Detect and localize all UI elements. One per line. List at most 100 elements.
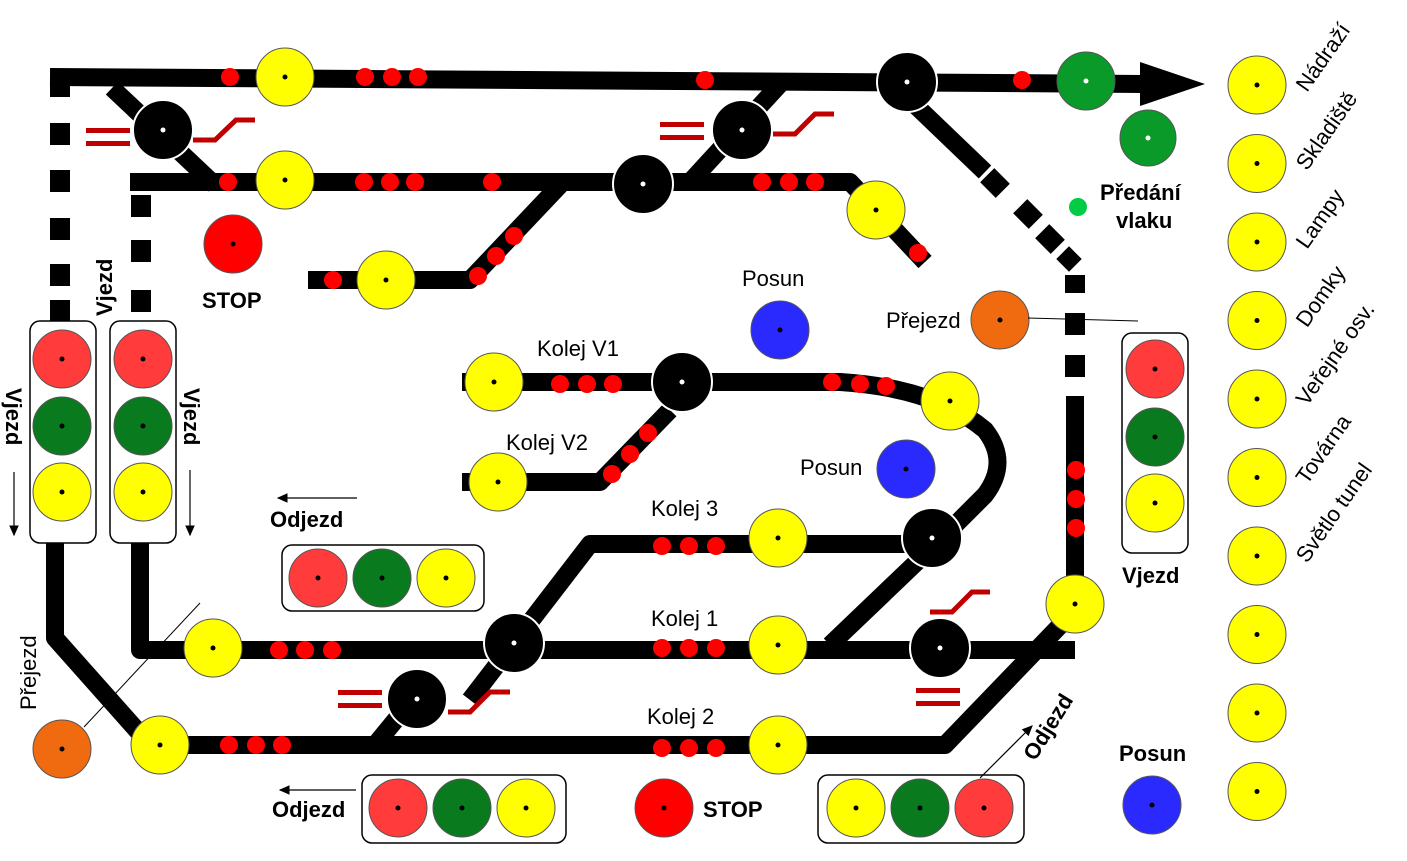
vjezd-label-right: Vjezd [1122, 563, 1179, 588]
kolej-1-label: Kolej 1 [651, 606, 718, 631]
signal-yellow-button[interactable] [826, 778, 886, 838]
vjezd-label-top: Vjezd [92, 259, 117, 316]
junction-button-6[interactable] [901, 507, 963, 569]
kolej-v2-label: Kolej V2 [506, 430, 588, 455]
section-button-kolej-2[interactable] [748, 715, 808, 775]
prejezd-label-left: Přejezd [16, 635, 41, 710]
side-light-button-9[interactable] [1227, 683, 1287, 743]
prejezd-button-right[interactable] [970, 290, 1030, 350]
junction-button-7[interactable] [483, 612, 545, 674]
side-light-button-7[interactable] [1227, 526, 1287, 586]
signal-red-button[interactable] [113, 329, 173, 389]
signal-yellow-button[interactable] [496, 778, 556, 838]
direction-arrow [1140, 62, 1205, 106]
junction-button-4[interactable] [612, 153, 674, 215]
odjezd-label-diag: Odjezd [1018, 689, 1078, 764]
signal-box-vjezd-left [29, 320, 97, 544]
section-button-kolej-1[interactable] [748, 615, 808, 675]
predani-vlaku-button[interactable] [1119, 109, 1177, 167]
junction-button-8[interactable] [909, 617, 971, 679]
vjezd-label-left: Vjezd [1, 388, 26, 445]
signal-green-button[interactable] [352, 548, 412, 608]
side-light-label-4: Domky [1291, 261, 1351, 331]
junction-button-3[interactable] [876, 51, 938, 113]
signal-yellow-button[interactable] [1125, 473, 1185, 533]
green-button-top-right[interactable] [1056, 51, 1116, 111]
section-button-right-vertical[interactable] [1045, 574, 1105, 634]
direction-arrows [9, 470, 1033, 795]
section-button-stub[interactable] [356, 250, 416, 310]
side-light-button-8[interactable] [1227, 605, 1287, 664]
section-button-kolej-v1[interactable] [464, 352, 524, 412]
prejezd-label-right: Přejezd [886, 308, 961, 333]
signal-green-button[interactable] [890, 778, 950, 838]
stop-button-top[interactable] [203, 214, 263, 274]
junction-buttons [132, 51, 971, 730]
track-section-buttons [130, 47, 1105, 775]
stop-label-top: STOP [202, 288, 262, 313]
section-button-kolej-v2[interactable] [468, 452, 528, 512]
section-button-kolej-2-left[interactable] [130, 715, 190, 775]
turnout-symbols [86, 122, 960, 708]
stop-label-bottom: STOP [703, 797, 763, 822]
signal-red-button[interactable] [954, 778, 1014, 838]
signal-green-button[interactable] [113, 396, 173, 456]
posun-label-3: Posun [1119, 741, 1186, 766]
side-light-button-1[interactable] [1227, 55, 1287, 115]
section-button-second-1[interactable] [255, 150, 315, 210]
vjezd-label-mid: Vjezd [179, 388, 204, 445]
signal-yellow-button[interactable] [416, 548, 476, 608]
posun-button-1[interactable] [750, 300, 810, 360]
section-button-kolej-1-left[interactable] [183, 618, 243, 678]
side-light-button-5[interactable] [1227, 369, 1287, 429]
signal-box-odjezd-bottom [361, 774, 567, 844]
side-light-button-3[interactable] [1227, 212, 1287, 272]
odjezd-label-mid: Odjezd [270, 507, 343, 532]
signal-red-button[interactable] [32, 329, 92, 389]
side-light-label-2: Skladiště [1291, 87, 1363, 174]
signal-red-button[interactable] [1125, 339, 1185, 399]
signal-green-button[interactable] [1125, 407, 1185, 467]
odjezd-label-bottom: Odjezd [272, 797, 345, 822]
junction-button-9[interactable] [386, 668, 448, 730]
signal-red-button[interactable] [368, 778, 428, 838]
section-button-top-1[interactable] [255, 47, 315, 107]
track-top-main [49, 68, 1151, 93]
signal-red-button[interactable] [288, 548, 348, 608]
posun-label-1: Posun [742, 266, 804, 291]
side-light-button-4[interactable] [1227, 291, 1287, 350]
posun-button-3[interactable] [1122, 775, 1182, 835]
posun-label-2: Posun [800, 455, 862, 480]
signal-green-button[interactable] [432, 778, 492, 838]
posun-button-2[interactable] [876, 439, 936, 499]
signal-box-odjezd-mid [281, 544, 485, 612]
side-light-button-10[interactable] [1227, 762, 1287, 821]
stop-button-bottom[interactable] [634, 778, 694, 838]
kolej-v1-label: Kolej V1 [537, 336, 619, 361]
prejezd-button-left[interactable] [32, 719, 92, 779]
side-light-button-6[interactable] [1227, 448, 1287, 507]
signal-box-odjezd-right [817, 774, 1025, 844]
signal-yellow-button[interactable] [32, 462, 92, 522]
prejezd-right-line [1027, 317, 1139, 322]
dashed-tracks [50, 77, 1085, 377]
side-light-button-2[interactable] [1227, 134, 1287, 193]
turnout-step-symbols [193, 111, 990, 715]
signal-green-button[interactable] [32, 396, 92, 456]
section-button-kolej-3[interactable] [748, 508, 808, 568]
track-dots [219, 68, 1085, 757]
predani-label-line2: vlaku [1116, 208, 1172, 233]
signal-yellow-button[interactable] [113, 462, 173, 522]
predani-label-line1: Předání [1100, 180, 1182, 205]
predani-vlaku-indicator [1069, 198, 1087, 216]
side-light-label-3: Lampy [1291, 184, 1349, 252]
signal-box-vjezd-right [1121, 332, 1189, 554]
section-button-kolej-v1-right[interactable] [920, 371, 980, 431]
junction-button-5[interactable] [651, 351, 713, 413]
section-button-second-right[interactable] [846, 180, 906, 240]
signal-box-vjezd-mid [109, 320, 177, 544]
junction-button-2[interactable] [711, 99, 773, 161]
junction-button-1[interactable] [132, 99, 194, 161]
